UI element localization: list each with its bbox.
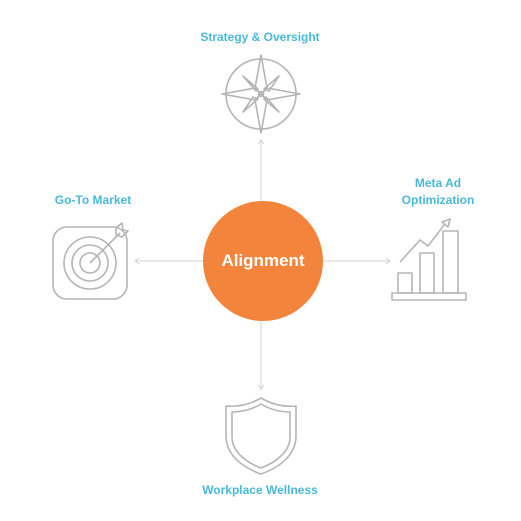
shield-icon	[225, 397, 297, 475]
meta-ad-optimization-label: Meta Ad Optimization	[378, 175, 498, 209]
meta-ad-line: Meta Ad	[414, 176, 462, 190]
alignment-hub: Alignment	[203, 201, 323, 321]
go-to-market-label: Go-To Market	[54, 193, 132, 207]
target-icon	[52, 222, 129, 300]
growth-chart-icon	[391, 218, 467, 301]
strategy-oversight-label: Strategy & Oversight	[200, 30, 320, 44]
optimization-line: Optimization	[401, 193, 475, 207]
hub-label: Alignment	[221, 251, 305, 270]
compass-icon	[221, 54, 301, 134]
workplace-wellness-label: Workplace Wellness	[202, 483, 318, 497]
